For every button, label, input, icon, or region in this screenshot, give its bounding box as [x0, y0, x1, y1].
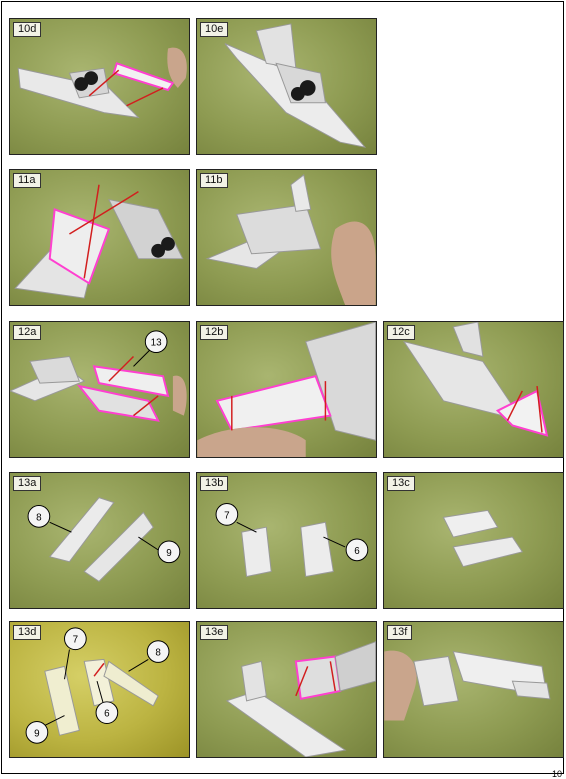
callout-6: 6 [104, 709, 110, 720]
callout-7: 7 [73, 635, 78, 646]
step-label: 13a [13, 476, 42, 491]
model-illustration: 8 9 [27, 497, 181, 583]
callout-8: 8 [155, 648, 161, 659]
step-label: 11b [200, 173, 228, 188]
callout-8: 8 [36, 512, 42, 523]
model-illustration: 7 6 [215, 503, 369, 578]
model-illustration [205, 174, 376, 305]
callout-7: 7 [224, 510, 229, 521]
model-illustration [225, 641, 376, 757]
page-number: 10 [551, 769, 562, 779]
model-illustration: 13 [10, 330, 187, 422]
photo-11b: 11b [196, 169, 377, 306]
model-illustration [14, 184, 184, 299]
photo-12c: 12c [383, 321, 564, 458]
step-label: 11a [13, 173, 41, 188]
model-illustration [17, 47, 187, 119]
photo-10d: 10d [9, 18, 190, 155]
model-illustration [442, 509, 524, 568]
photo-11a: 11a [9, 169, 190, 306]
photo-13e: 13e [196, 621, 377, 758]
model-illustration [402, 322, 549, 437]
step-label: 13e [200, 625, 229, 640]
model-illustration [384, 650, 551, 721]
callout-9: 9 [166, 548, 172, 559]
model-illustration [224, 23, 367, 148]
step-label: 13c [387, 476, 415, 491]
step-label: 13f [387, 625, 413, 640]
step-label: 13b [200, 476, 229, 491]
step-label: 10e [200, 22, 229, 37]
step-label: 10d [13, 22, 42, 37]
photo-13c: 13c [383, 472, 564, 609]
callout-6: 6 [354, 546, 360, 557]
model-illustration [197, 322, 376, 457]
photo-13b: 13b 7 6 [196, 472, 377, 609]
step-label: 12c [387, 325, 415, 340]
photo-12b: 12b [196, 321, 377, 458]
photo-13f: 13f [383, 621, 564, 758]
model-illustration: 7 8 6 9 [25, 627, 170, 744]
photo-10e: 10e [196, 18, 377, 155]
photo-13d: 13d 7 8 6 9 [9, 621, 190, 758]
step-label: 12a [13, 325, 42, 340]
callout-13: 13 [151, 338, 162, 349]
photo-13a: 13a 8 9 [9, 472, 190, 609]
step-label: 13d [13, 625, 42, 640]
callout-9: 9 [34, 728, 40, 739]
step-label: 12b [200, 325, 229, 340]
photo-12a: 12a 13 [9, 321, 190, 458]
